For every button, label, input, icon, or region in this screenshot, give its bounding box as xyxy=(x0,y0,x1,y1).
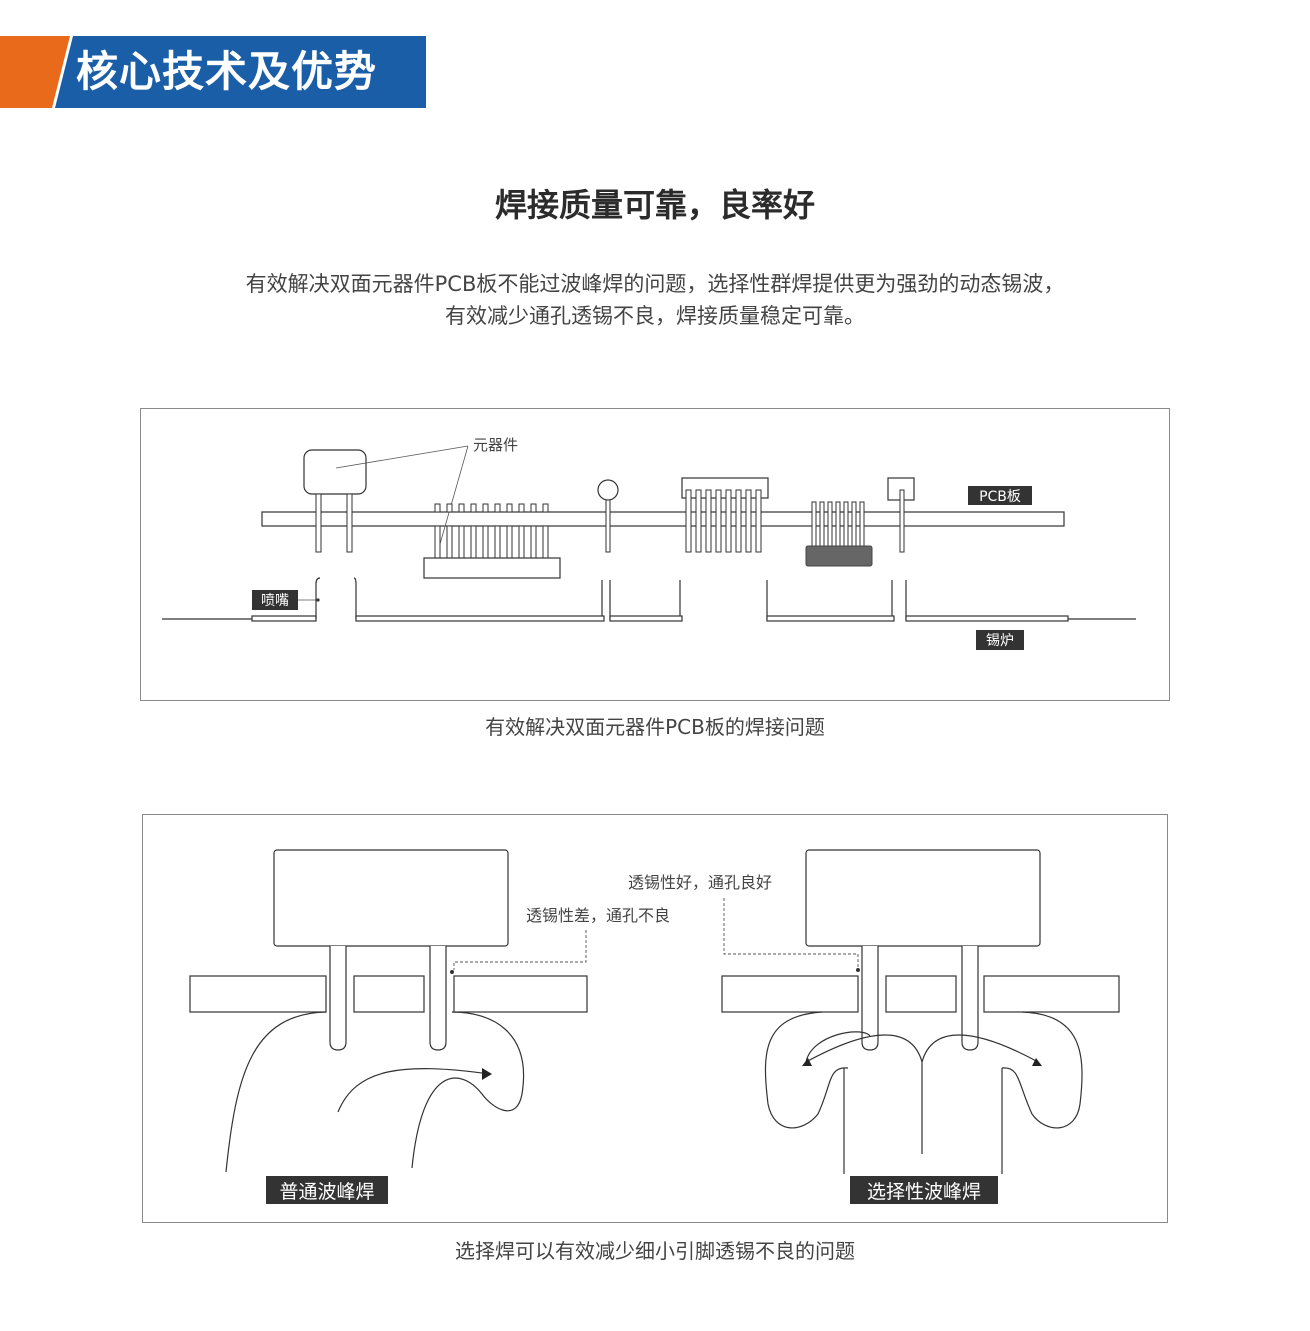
poor-wetting-label: 透锡性差，通孔不良 xyxy=(526,906,670,925)
component-label: 元器件 xyxy=(473,436,518,454)
pcb-label: PCB板 xyxy=(979,489,1021,505)
intro-line-2: 有效减少通孔透锡不良，焊接质量稳定可靠。 xyxy=(445,304,865,328)
normal-wave-label-box xyxy=(266,1176,388,1204)
page-title: 核心技术及优势 xyxy=(76,47,378,96)
flow-arrow-left xyxy=(482,1068,492,1080)
banner-shape xyxy=(0,36,426,108)
furnace-label: 锡炉 xyxy=(986,633,1014,649)
nozzle-label: 喷嘴 xyxy=(261,593,289,609)
pcb-board xyxy=(261,511,1065,527)
furnace-label-box xyxy=(976,630,1024,650)
selective-wave-label-box xyxy=(850,1176,998,1204)
connector-component xyxy=(681,477,769,553)
pin-header-top xyxy=(434,503,549,513)
fine-pitch-component xyxy=(805,501,873,567)
pcb-label-box xyxy=(968,486,1032,505)
normal-wave-label: 普通波峰焊 xyxy=(279,1181,374,1203)
diagram1-caption: 有效解决双面元器件PCB板的焊接问题 xyxy=(485,715,825,739)
selective-wave-illustration xyxy=(721,849,1120,1174)
round-component xyxy=(597,479,619,501)
normal-wave-illustration xyxy=(189,849,588,1173)
solder-furnace xyxy=(162,577,1136,622)
capacitor-component xyxy=(303,449,367,495)
bottom-side-component xyxy=(423,525,561,579)
diagram2-caption: 选择焊可以有效减少细小引脚透锡不良的问题 xyxy=(455,1239,855,1263)
wave-comparison-diagram: 透锡性差，通孔不良 透锡性好，通孔良好 普通波峰焊 选择性波峰焊 xyxy=(142,814,1168,1223)
diagram1-frame xyxy=(140,408,1170,701)
pcb-soldering-diagram: 元器件 PCB板 xyxy=(140,408,1170,701)
good-wetting-label: 透锡性好，通孔良好 xyxy=(628,873,772,892)
nozzle-label-box xyxy=(252,590,298,610)
intro-line-1: 有效解决双面元器件PCB板不能过波峰焊的问题，选择性群焊提供更为强劲的动态锡波， xyxy=(245,272,1065,296)
flow-arrow-right-2 xyxy=(1032,1058,1042,1066)
selective-wave-label: 选择性波峰焊 xyxy=(867,1181,981,1203)
header-banner: 核心技术及优势 xyxy=(0,36,426,108)
flow-arrow-right-1 xyxy=(802,1058,812,1066)
section-title: 焊接质量可靠，良率好 xyxy=(494,186,815,224)
